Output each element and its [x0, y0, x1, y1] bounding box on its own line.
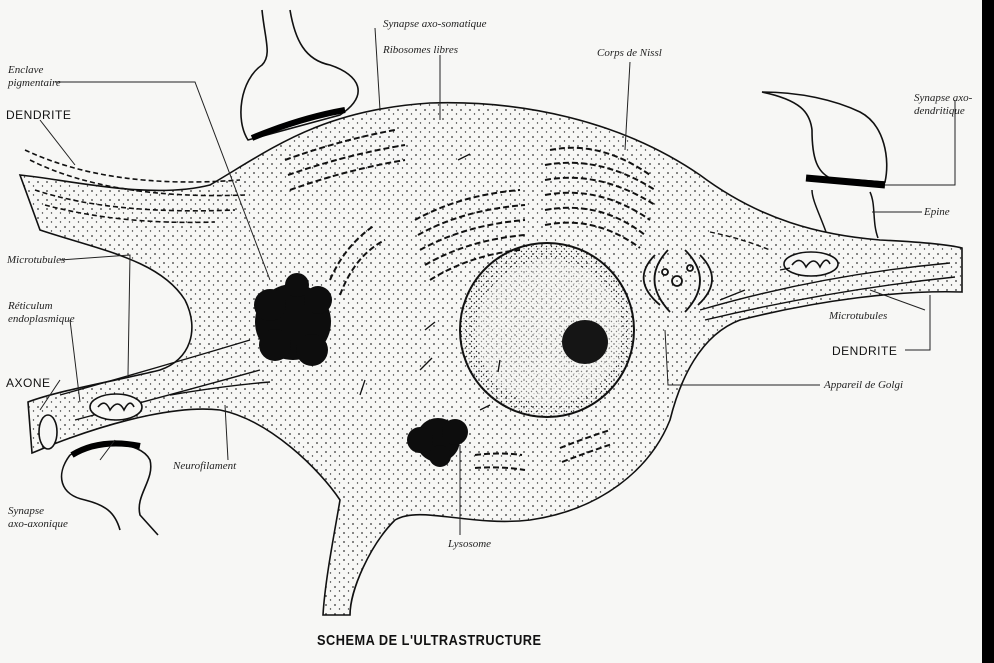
- scan-edge: [982, 0, 994, 663]
- left-dendrite-filaments: [24, 149, 246, 224]
- label-synapse-axo-axonique-line1: Synapse: [8, 505, 45, 517]
- diagram-caption: SCHEMA DE L'ULTRASTRUCTURE: [317, 632, 542, 649]
- label-synapse-axo-somatique: Synapse axo-somatique: [383, 18, 487, 30]
- label-enclave-line1: Enclave: [8, 64, 44, 76]
- label-lysosome: Lysosome: [448, 538, 492, 550]
- label-corps-de-nissl: Corps de Nissl: [597, 47, 662, 59]
- label-reticulum-line2: endoplasmique: [8, 313, 75, 325]
- label-reticulum-line1: Réticulum: [8, 300, 53, 312]
- leader-lines: [39, 27, 956, 535]
- pigment-inclusion: [254, 273, 332, 366]
- label-dendrite-right: DENDRITE: [832, 344, 898, 358]
- nissl-bodies: [284, 129, 656, 471]
- label-enclave-line2: pigmentaire: [8, 77, 61, 89]
- label-axone: AXONE: [6, 376, 51, 390]
- label-synapse-axo-axonique-line2: axo-axonique: [8, 518, 68, 530]
- nucleus: [459, 242, 635, 418]
- right-dendrite-filaments: [699, 231, 956, 321]
- label-dendrite-left: DENDRITE: [6, 108, 72, 122]
- nucleus-inner-clear: [476, 260, 622, 404]
- synapse-axo-axonique-shape: [60, 440, 159, 536]
- synapse-axo-dendritique-shape: [761, 91, 888, 239]
- label-microtubules-left: Microtubules: [7, 254, 66, 266]
- golgi-apparatus: [642, 249, 713, 313]
- label-epine: Epine: [924, 206, 950, 218]
- label-synapse-axo-dendritique-line2: dendritique: [914, 105, 965, 117]
- label-appareil-de-golgi: Appareil de Golgi: [824, 379, 904, 391]
- lysosome-body: [407, 418, 468, 467]
- nucleolus: [562, 320, 608, 364]
- label-synapse-axo-dendritique-line1: Synapse axo-: [914, 92, 973, 104]
- synapse-axo-somatique-shape: [240, 9, 359, 141]
- vesicles: [359, 153, 791, 411]
- label-neurofilament: Neurofilament: [173, 460, 237, 472]
- label-microtubules-right: Microtubules: [829, 310, 888, 322]
- label-ribosomes-libres: Ribosomes libres: [383, 44, 459, 56]
